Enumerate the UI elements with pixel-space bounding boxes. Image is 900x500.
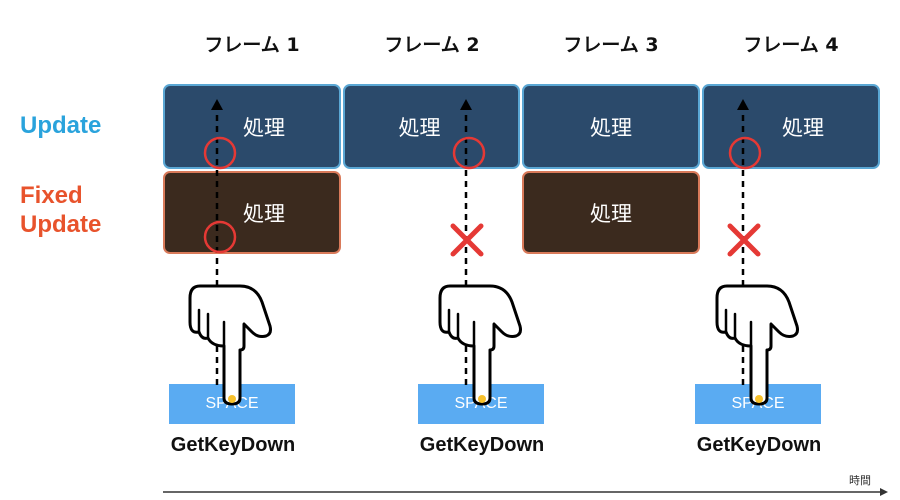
update-process-box-4: 処理 [702, 84, 880, 169]
cross-marker-icon [727, 223, 761, 257]
frame-label-1: フレーム 1 [204, 34, 300, 56]
update-process-box-2: 処理 [343, 84, 520, 169]
process-label: 処理 [243, 115, 285, 140]
frame-label-2: フレーム 2 [384, 34, 480, 56]
update-row-label: Update [20, 112, 102, 139]
cross-marker-icon [450, 223, 484, 257]
getkeydown-label-2: GetKeyDown [419, 434, 545, 456]
process-label: 処理 [398, 115, 441, 140]
frame-label-4: フレーム 4 [743, 34, 839, 56]
getkeydown-label-3: GetKeyDown [696, 434, 822, 456]
getkeydown-label-1: GetKeyDown [170, 434, 296, 456]
fixed-update-row-label-line2: Update [20, 211, 102, 238]
time-axis-arrow-icon [163, 488, 888, 496]
fixed-update-process-box-1: 処理 [163, 171, 341, 254]
process-label: 処理 [782, 115, 824, 140]
process-label: 処理 [243, 201, 285, 226]
space-key-1: SPACE [169, 384, 295, 424]
process-label: 処理 [590, 115, 632, 140]
time-axis-label: 時間 [849, 474, 871, 487]
frame-label-3: フレーム 3 [563, 34, 659, 56]
process-label: 処理 [590, 201, 632, 226]
fixed-update-process-box-3: 処理 [522, 171, 700, 254]
update-process-box-1: 処理 [163, 84, 341, 169]
space-key-2: SPACE [418, 384, 544, 424]
update-process-box-3: 処理 [522, 84, 700, 169]
space-key-3: SPACE [695, 384, 821, 424]
fixed-update-row-label-line1: Fixed [20, 182, 83, 209]
